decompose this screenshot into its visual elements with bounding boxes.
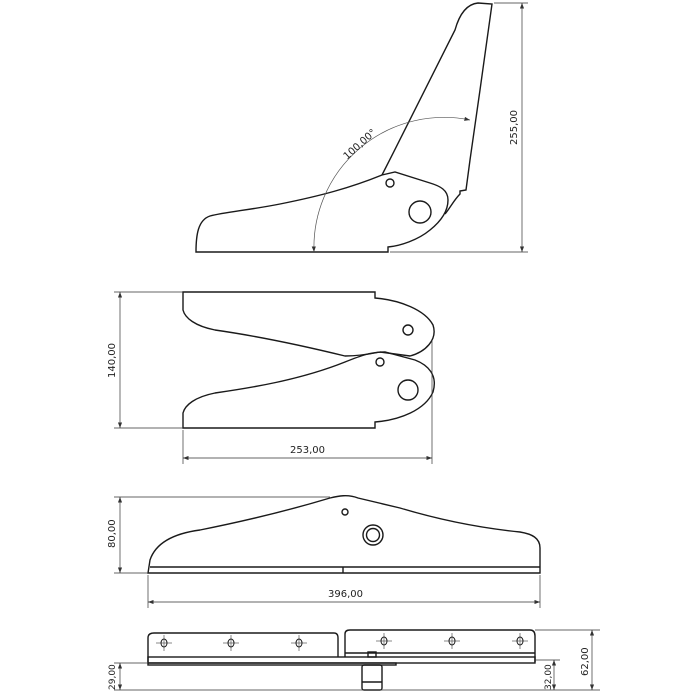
seat-back-outline <box>381 2 493 215</box>
seat-base-outline <box>195 171 449 253</box>
upper-arm-outline <box>182 291 435 357</box>
pivot-pin <box>361 664 383 691</box>
angle-label: 100,00° <box>342 127 379 162</box>
left-height-label: 29,00 <box>108 664 118 690</box>
pin-height-label: 32,00 <box>544 664 554 690</box>
screw-holes <box>156 633 528 651</box>
pivot-bushing <box>362 524 384 546</box>
total-height-label: 62,00 <box>580 647 591 676</box>
view-open: 100,00° 255,00 <box>195 2 528 253</box>
pin-hole <box>385 178 395 188</box>
length-label: 253,00 <box>290 445 325 456</box>
height-label: 255,00 <box>509 110 520 145</box>
flat-outline <box>147 495 541 574</box>
height-label: 80,00 <box>107 519 118 548</box>
pivot-hole <box>397 379 419 401</box>
pin-hole <box>402 324 414 336</box>
view-closed: 140,00 253,00 <box>107 291 435 464</box>
view-front: 29,00 32,00 62,00 <box>108 629 600 691</box>
lower-arm-outline <box>182 351 435 429</box>
pin-hole <box>341 508 349 516</box>
view-flat: 80,00 396,00 <box>107 495 541 608</box>
pin-hole <box>375 357 385 367</box>
height-label: 140,00 <box>107 343 118 378</box>
right-leaf <box>344 629 536 662</box>
angle-arc <box>311 116 471 253</box>
pivot-hole <box>408 200 432 224</box>
length-label: 396,00 <box>328 589 363 600</box>
left-leaf <box>147 632 339 662</box>
